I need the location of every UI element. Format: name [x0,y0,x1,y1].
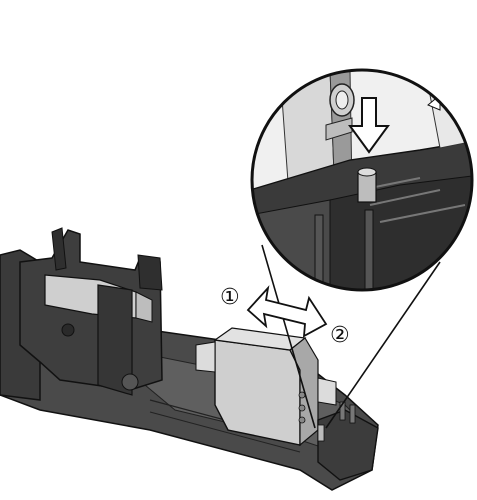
latch-pin [317,424,325,442]
left-bracket-post [51,227,67,271]
main-cartridge-front [214,339,301,446]
step-2-label: ② [330,323,350,348]
main-cartridge-cap-right [317,377,337,406]
zoom-detail [250,68,474,292]
right-bracket-post [137,254,163,291]
zoom-line-left [261,244,316,429]
bracket-gear [121,373,139,391]
latch-slot [349,404,356,424]
tray-assembly [0,227,379,491]
left-bracket-front [97,284,133,396]
tray-rail [149,411,301,453]
zoom-line-right [325,261,441,429]
bracket-pivot [61,323,75,337]
double-arrow-icon [246,285,328,338]
step-1-label: ① [220,285,240,310]
cartridge-detail [298,404,306,412]
left-cartridge-side [135,291,153,323]
latch-slot [339,401,346,421]
cartridge-detail [298,416,306,424]
main-cartridge-cap-left [195,341,216,373]
down-arrow-icon [348,97,390,154]
zoom-tab [325,117,353,141]
